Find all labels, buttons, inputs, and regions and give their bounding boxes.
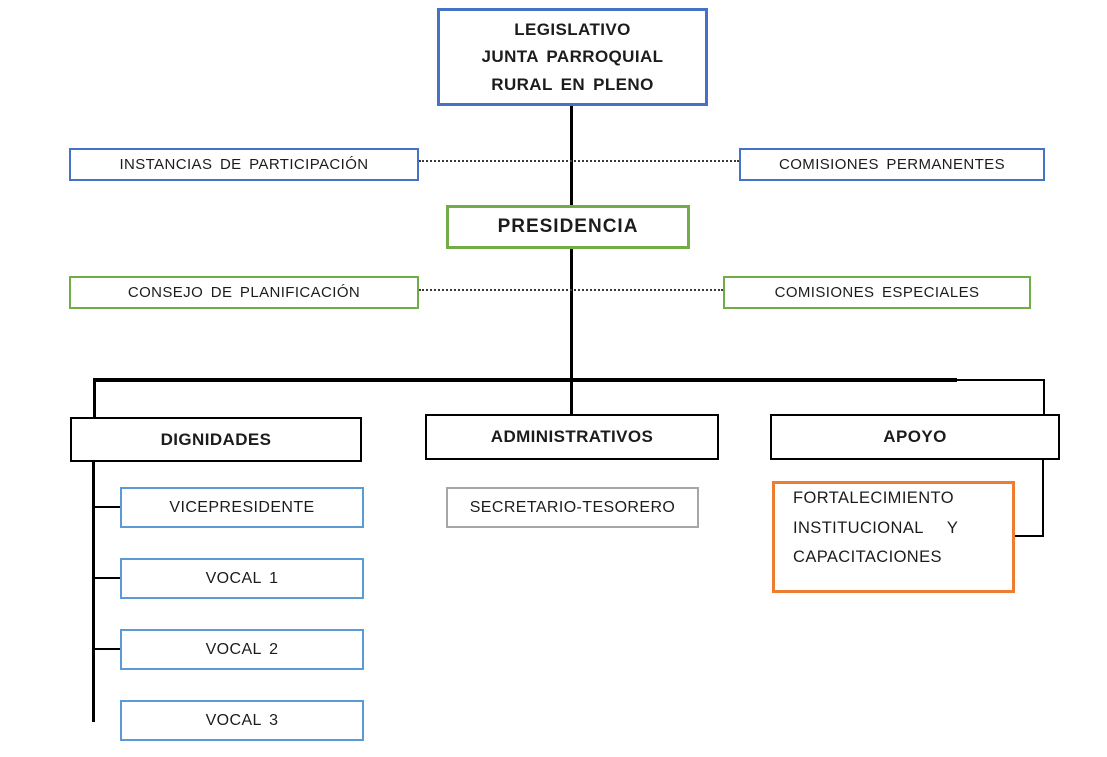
connector-tick-vocal-2 [94, 648, 120, 650]
node-legislativo-line1: LEGISLATIVO [514, 20, 631, 40]
connector-legislativo-presidencia [570, 106, 573, 205]
node-presidencia-label: PRESIDENCIA [497, 216, 639, 237]
node-secretario-tesorero: SECRETARIO-TESORERO [446, 487, 699, 528]
connector-branch-horizontal-bold [93, 378, 957, 382]
node-secretario-tesorero-label: SECRETARIO-TESORERO [469, 498, 676, 516]
node-instancias-participacion: INSTANCIAS DE PARTICIPACIÓN [69, 148, 419, 181]
connector-presidencia-branch [570, 249, 573, 414]
node-fortalecimiento-line1: FORTALECIMIENTO [793, 489, 954, 507]
node-consejo-planificacion: CONSEJO DE PLANIFICACIÓN [69, 276, 419, 309]
node-legislativo-line3: RURAL EN PLENO [491, 74, 654, 94]
node-instancias-participacion-label: INSTANCIAS DE PARTICIPACIÓN [119, 156, 369, 173]
connector-dotted-instancias-comisiones [419, 160, 739, 162]
connector-drop-apoyo [1043, 379, 1045, 415]
node-vocal-1-label: VOCAL 1 [205, 569, 279, 587]
node-comisiones-permanentes: COMISIONES PERMANENTES [739, 148, 1045, 181]
node-vocal-3-label: VOCAL 3 [205, 711, 279, 729]
node-vocal-2: VOCAL 2 [120, 629, 364, 670]
connector-tick-vicepresidente [94, 506, 120, 508]
connector-dotted-consejo-especiales [419, 289, 723, 291]
node-administrativos: ADMINISTRATIVOS [425, 414, 719, 460]
node-comisiones-especiales: COMISIONES ESPECIALES [723, 276, 1031, 309]
connector-branch-horizontal-thin [955, 379, 1045, 381]
node-vicepresidente: VICEPRESIDENTE [120, 487, 364, 528]
node-vocal-2-label: VOCAL 2 [205, 640, 279, 658]
node-vocal-3: VOCAL 3 [120, 700, 364, 741]
node-administrativos-label: ADMINISTRATIVOS [490, 427, 654, 446]
node-dignidades-label: DIGNIDADES [160, 429, 272, 449]
node-legislativo: LEGISLATIVO JUNTA PARROQUIAL RURAL EN PL… [437, 8, 708, 106]
connector-tick-vocal-1 [94, 577, 120, 579]
node-consejo-planificacion-label: CONSEJO DE PLANIFICACIÓN [127, 284, 361, 301]
node-vicepresidente-label: VICEPRESIDENTE [169, 498, 315, 516]
connector-dignidades-spine [92, 462, 95, 722]
connector-apoyo-fortalecimiento-vertical [1042, 460, 1044, 537]
connector-apoyo-fortalecimiento-horizontal [1015, 535, 1044, 537]
node-fortalecimiento-line3: CAPACITACIONES [793, 548, 942, 567]
node-legislativo-line2: JUNTA PARROQUIAL [481, 47, 664, 67]
node-apoyo: APOYO [770, 414, 1060, 460]
node-dignidades: DIGNIDADES [70, 417, 362, 462]
node-fortalecimiento-line2: INSTITUCIONAL Y [793, 518, 959, 537]
node-apoyo-label: APOYO [883, 427, 947, 446]
node-comisiones-especiales-label: COMISIONES ESPECIALES [774, 284, 980, 301]
node-vocal-1: VOCAL 1 [120, 558, 364, 599]
node-fortalecimiento: FORTALECIMIENTO INSTITUCIONAL Y CAPACITA… [772, 481, 1015, 593]
node-presidencia: PRESIDENCIA [446, 205, 690, 249]
connector-drop-dignidades [93, 380, 96, 417]
node-comisiones-permanentes-label: COMISIONES PERMANENTES [779, 156, 1005, 173]
